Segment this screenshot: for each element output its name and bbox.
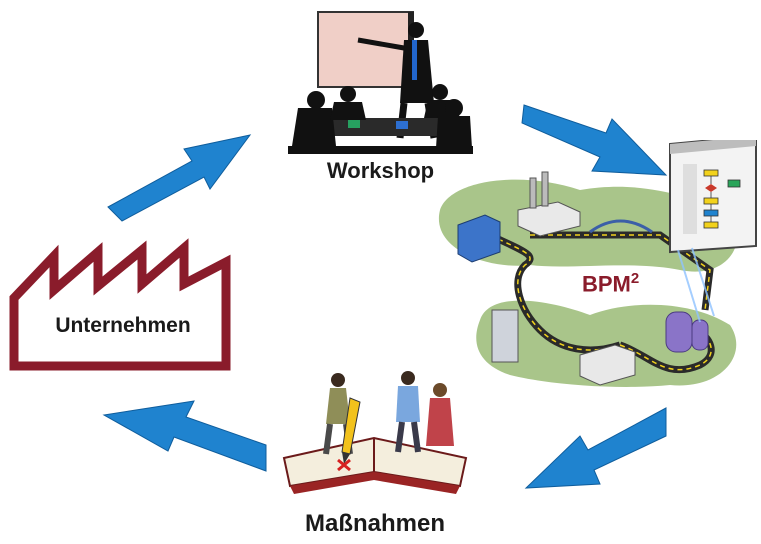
bpm-node: BPM2	[430, 140, 760, 400]
company-label: Unternehmen	[55, 314, 191, 337]
arrow-measures-to-company	[102, 400, 267, 472]
workshop-label: Workshop	[326, 158, 435, 183]
measures-label: Maßnahmen	[304, 510, 445, 537]
arrow-company-to-workshop	[107, 134, 252, 222]
bpm-illustration	[438, 140, 757, 387]
measures-node: Maßnahmen	[280, 368, 470, 544]
measures-illustration	[282, 371, 468, 494]
bpm-label-superscript: 2	[630, 270, 640, 287]
bpm-label-main: BPM	[582, 271, 631, 297]
workshop-node: Workshop	[288, 8, 473, 188]
arrow-workshop-to-bpm	[521, 104, 668, 176]
workshop-illustration	[288, 11, 473, 154]
arrow-bpm-to-measures	[524, 407, 667, 489]
company-node: Unternehmen	[8, 238, 234, 373]
bpm-label: BPM2	[582, 270, 639, 297]
factory-icon	[9, 238, 231, 371]
